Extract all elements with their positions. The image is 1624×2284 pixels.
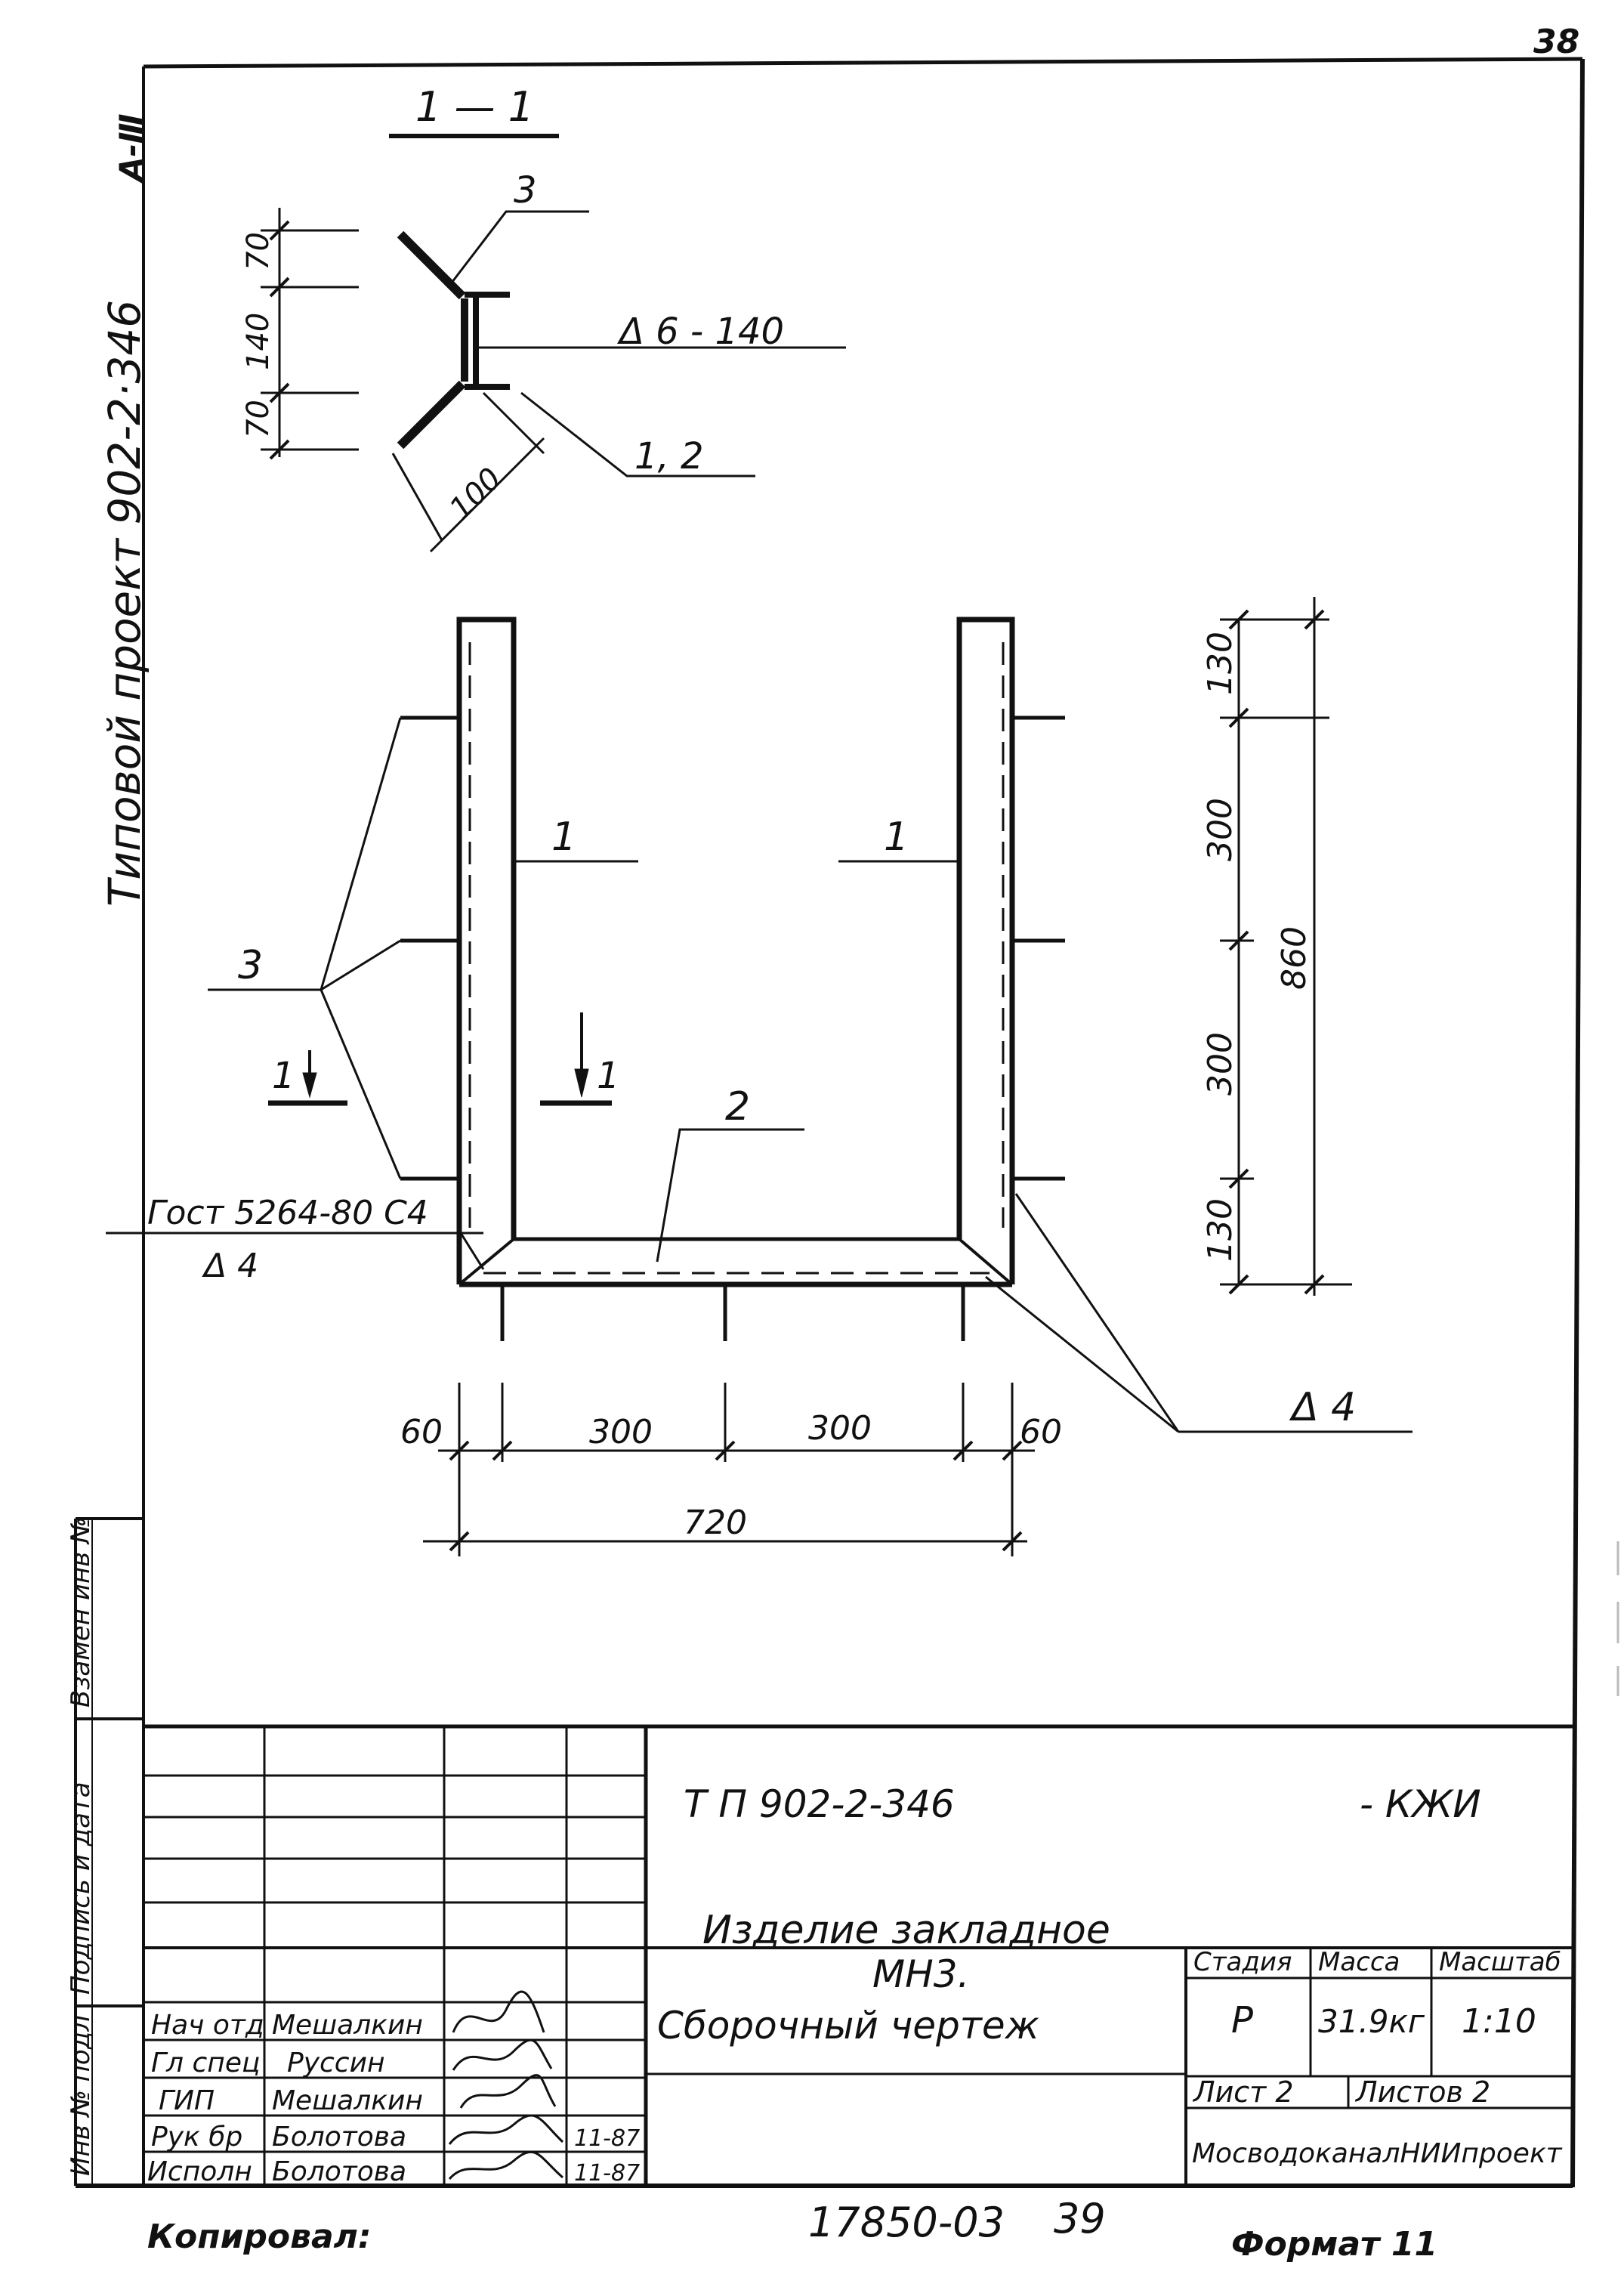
left-post bbox=[456, 617, 517, 1284]
dim-70-bottom: 70 bbox=[241, 400, 276, 438]
staff-row: ГИП Мешалкин bbox=[159, 2074, 557, 2116]
signature bbox=[452, 2038, 553, 2071]
staff-role: Гл спец bbox=[151, 2048, 261, 2078]
staff-role: Рук бр bbox=[151, 2122, 242, 2153]
section-title: 1 — 1 bbox=[415, 83, 534, 131]
dim-60-left: 60 bbox=[400, 1413, 443, 1451]
section-leaders bbox=[448, 210, 846, 478]
side-stamp bbox=[74, 1517, 144, 2186]
dim-130-bottom: 130 bbox=[1201, 1198, 1240, 1262]
weld-left-pointer bbox=[459, 1232, 485, 1270]
part-1-right-label: 1 bbox=[884, 814, 909, 860]
section-part-3: 3 bbox=[514, 169, 537, 212]
side-title: Типовой проект 902-2·346 bbox=[99, 300, 150, 907]
section-part-1-2: 1, 2 bbox=[634, 435, 704, 478]
staff-row: Гл спец Руссин bbox=[151, 2038, 553, 2078]
weld-right-label: Δ 4 bbox=[1289, 1385, 1356, 1430]
part-2-label: 2 bbox=[725, 1084, 750, 1130]
signature bbox=[448, 2114, 564, 2145]
signature bbox=[459, 2074, 557, 2109]
doc-code: 17850-03 bbox=[808, 2199, 1005, 2246]
part-3-leaders bbox=[208, 717, 402, 1179]
product-name: Изделие закладное bbox=[702, 1908, 1110, 1953]
elevation-view: 3 1 1 2 1 1 Гост 5264-80 С4 Δ 4 bbox=[106, 597, 1413, 1556]
staff-date: 11-87 bbox=[574, 2125, 640, 2152]
organization: МосводоканалНИИпроект bbox=[1192, 2138, 1563, 2169]
weld-left-label: Δ 4 bbox=[202, 1247, 258, 1285]
project-code: Т П 902-2-346 bbox=[684, 1782, 955, 1826]
vertical-dimensions bbox=[1220, 597, 1352, 1296]
section-profile bbox=[397, 230, 510, 450]
staff-role: Нач отд bbox=[151, 2010, 264, 2041]
dim-300-left: 300 bbox=[589, 1413, 653, 1451]
dim-300-upper: 300 bbox=[1201, 798, 1240, 861]
right-post bbox=[956, 617, 1015, 1284]
frame bbox=[76, 57, 1585, 2188]
section-dimensions bbox=[261, 208, 545, 553]
scale-label: Масштаб bbox=[1439, 1947, 1561, 1977]
staff-name: Мешалкин bbox=[272, 2010, 423, 2041]
signature bbox=[452, 1990, 545, 2033]
part-3-label: 3 bbox=[238, 943, 263, 988]
staff-row: Нач отд Мешалкин bbox=[151, 1990, 545, 2041]
doc-suffix: - КЖИ bbox=[1360, 1782, 1481, 1826]
weld-standard: Гост 5264-80 С4 bbox=[147, 1194, 428, 1232]
staff-role: ГИП bbox=[159, 2085, 215, 2116]
dim-720: 720 bbox=[684, 1504, 747, 1542]
bottom-bar bbox=[458, 1237, 1014, 1287]
doc-page: 39 bbox=[1054, 2195, 1106, 2242]
staff-row: Исполн Болотова 11-87 bbox=[147, 2151, 640, 2187]
anchors bbox=[400, 715, 1065, 1341]
staff-name: Мешалкин bbox=[272, 2085, 423, 2116]
staff-table: Нач отд Мешалкин Гл спец Руссин ГИП Меша… bbox=[147, 1990, 640, 2187]
dim-70-top: 70 bbox=[241, 232, 276, 270]
cut-left-label: 1 bbox=[272, 1055, 295, 1097]
dim-100: 100 bbox=[443, 462, 509, 527]
part-1-left-label: 1 bbox=[551, 814, 576, 860]
copied-label: Копировал: bbox=[147, 2218, 372, 2256]
stage-label: Стадия bbox=[1193, 1947, 1292, 1977]
staff-row: Рук бр Болотова 11-87 bbox=[151, 2114, 640, 2153]
page-number: 38 bbox=[1533, 23, 1579, 61]
stage-value: Р bbox=[1231, 1999, 1253, 2041]
staff-name: Болотова bbox=[272, 2122, 406, 2153]
section-weld: Δ 6 - 140 bbox=[616, 311, 784, 353]
staff-role: Исполн bbox=[147, 2156, 252, 2187]
cut-right-label: 1 bbox=[597, 1055, 620, 1097]
sheet-number: Лист 2 bbox=[1192, 2075, 1294, 2109]
stamp-inv-original: Инв № подл bbox=[66, 2015, 96, 2176]
stamp-signature-date: Подпись и дата bbox=[66, 1782, 96, 1995]
cut-markers bbox=[268, 1012, 612, 1106]
product-mark: МН3. bbox=[872, 1952, 969, 1996]
staff-name: Болотова bbox=[272, 2156, 406, 2187]
dim-860: 860 bbox=[1275, 926, 1314, 990]
dim-140: 140 bbox=[241, 313, 276, 370]
format-label: Формат 11 bbox=[1231, 2225, 1437, 2264]
drawing-type: Сборочный чертеж bbox=[657, 2004, 1039, 2048]
dim-60-right: 60 bbox=[1020, 1413, 1062, 1451]
part-1-leaders bbox=[514, 860, 959, 1263]
stamp-replace-inv: Взамен инв № bbox=[66, 1517, 96, 1708]
horizontal-dimensions bbox=[423, 1383, 1035, 1556]
scale-value: 1:10 bbox=[1462, 2002, 1536, 2041]
dim-300-right: 300 bbox=[808, 1409, 872, 1448]
staff-date: 11-87 bbox=[574, 2160, 640, 2187]
title-block-grid bbox=[144, 1724, 1575, 2186]
dim-130-top: 130 bbox=[1201, 632, 1240, 695]
signature bbox=[448, 2151, 563, 2180]
section-1-1: 1 — 1 70 140 70 bbox=[241, 83, 846, 553]
mass-label: Масса bbox=[1318, 1947, 1400, 1977]
staff-name: Руссин bbox=[287, 2048, 385, 2078]
dim-300-lower: 300 bbox=[1201, 1032, 1240, 1096]
mass-value: 31.9кг bbox=[1318, 2003, 1425, 2040]
sheet-count: Листов 2 bbox=[1354, 2075, 1490, 2109]
weld-right-leaders bbox=[985, 1193, 1413, 1433]
